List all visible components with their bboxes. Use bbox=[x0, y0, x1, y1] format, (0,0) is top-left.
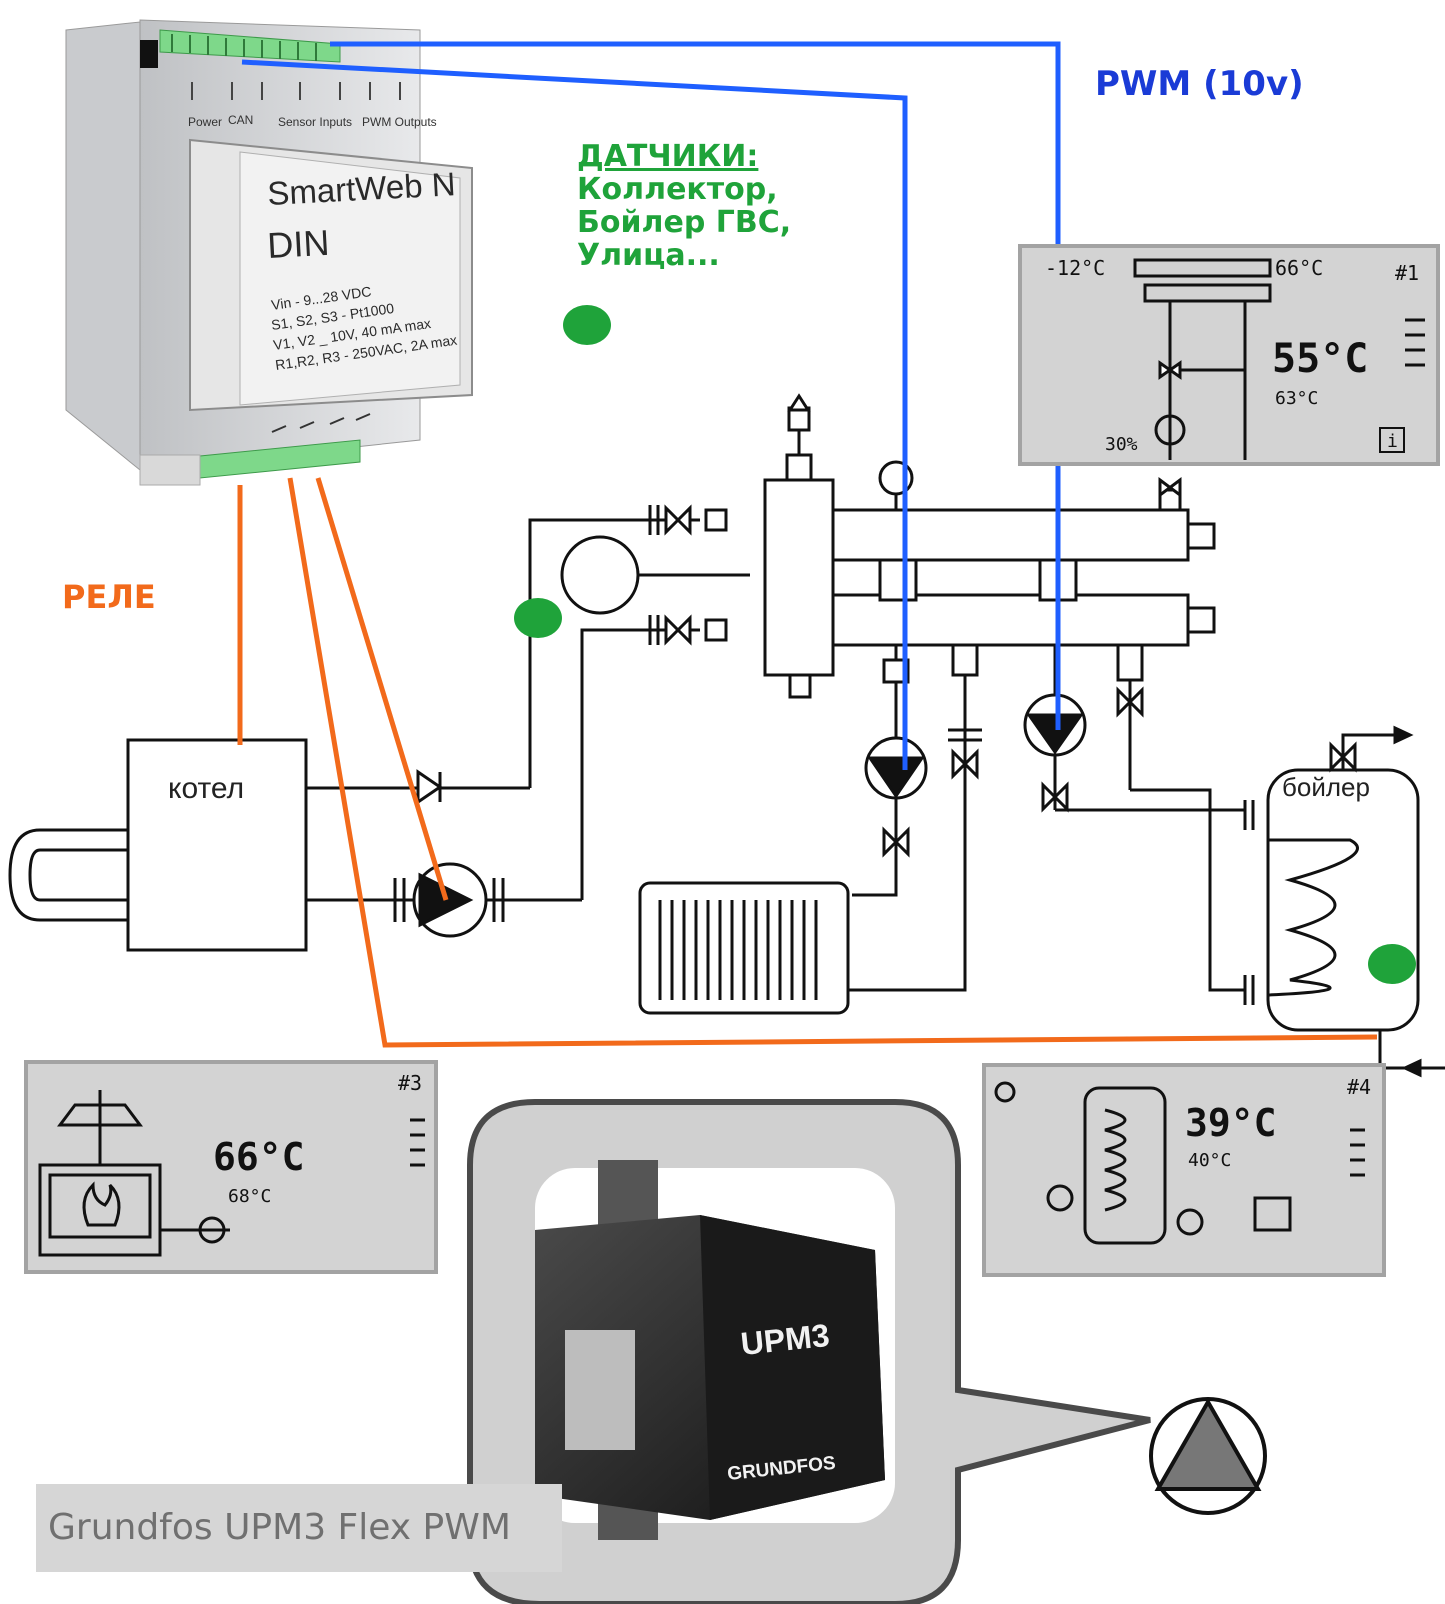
d3-set-temp: 68°C bbox=[228, 1186, 271, 1207]
pump-caption: Grundfos UPM3 Flex PWM bbox=[36, 1484, 562, 1572]
controller-model-line2: DIN bbox=[266, 222, 330, 266]
dhw-tank bbox=[1266, 768, 1420, 1032]
pump-callout: UPM3 GRUNDFOS bbox=[467, 1099, 1267, 1604]
sensor-dot-collector bbox=[514, 598, 562, 638]
sensor-item-outdoor: Улица... bbox=[577, 238, 720, 273]
piping bbox=[8, 393, 1445, 1078]
d1-number: #1 bbox=[1395, 261, 1419, 285]
d4-main-temp: 39°C bbox=[1185, 1101, 1277, 1145]
smartweb-controller: SmartWeb N DIN Vin - 9...28 VDC S1, S2, … bbox=[65, 19, 473, 486]
relay-wires bbox=[237, 477, 1378, 1048]
terminal-label-pwm: PWM Outputs bbox=[362, 115, 437, 129]
d1-info-icon bbox=[1379, 427, 1405, 453]
display-1: -12°C 66°C #1 55°C 63°C 30% i bbox=[1018, 244, 1440, 466]
pwm-label: PWM (10v) bbox=[1095, 64, 1304, 104]
relay-label: РЕЛЕ bbox=[62, 578, 156, 616]
sensor-dot-tank bbox=[1368, 944, 1416, 984]
sensor-dot-legend bbox=[563, 305, 611, 345]
sensor-item-collector: Коллектор, bbox=[577, 172, 778, 207]
dhw-tank-label: бойлер bbox=[1282, 772, 1370, 802]
display-4: #4 39°C 40°C bbox=[982, 1063, 1386, 1277]
d1-main-temp: 55°C bbox=[1272, 336, 1368, 382]
terminal-label-sensor: Sensor Inputs bbox=[278, 115, 352, 129]
d1-outdoor-temp: -12°C bbox=[1045, 256, 1105, 280]
terminal-label-can: CAN bbox=[228, 113, 253, 127]
d4-number: #4 bbox=[1347, 1075, 1371, 1099]
upm3-pump-photo: UPM3 GRUNDFOS bbox=[535, 1160, 885, 1540]
d3-main-temp: 66°C bbox=[213, 1135, 305, 1179]
boiler-unit-box bbox=[126, 738, 308, 952]
d1-info-label: i bbox=[1387, 431, 1398, 452]
d1-pump-pct: 30% bbox=[1105, 434, 1138, 455]
sensors-heading: ДАТЧИКИ: bbox=[577, 139, 759, 174]
boiler-unit-label: котел bbox=[168, 772, 245, 805]
d4-set-temp: 40°C bbox=[1188, 1150, 1231, 1171]
sensor-item-dhw: Бойлер ГВС, bbox=[577, 205, 792, 240]
d1-set-temp: 63°C bbox=[1275, 388, 1318, 409]
pwm-wires bbox=[241, 41, 1061, 770]
terminal-label-power: Power bbox=[188, 115, 222, 129]
sensors-legend: ДАТЧИКИ: Коллектор, Бойлер ГВС, Улица... bbox=[577, 140, 791, 272]
display-3: #3 66°C 68°C bbox=[24, 1060, 438, 1274]
d1-supply-temp: 66°C bbox=[1275, 256, 1323, 280]
d3-number: #3 bbox=[398, 1071, 422, 1095]
sensor-dots bbox=[514, 305, 1416, 984]
